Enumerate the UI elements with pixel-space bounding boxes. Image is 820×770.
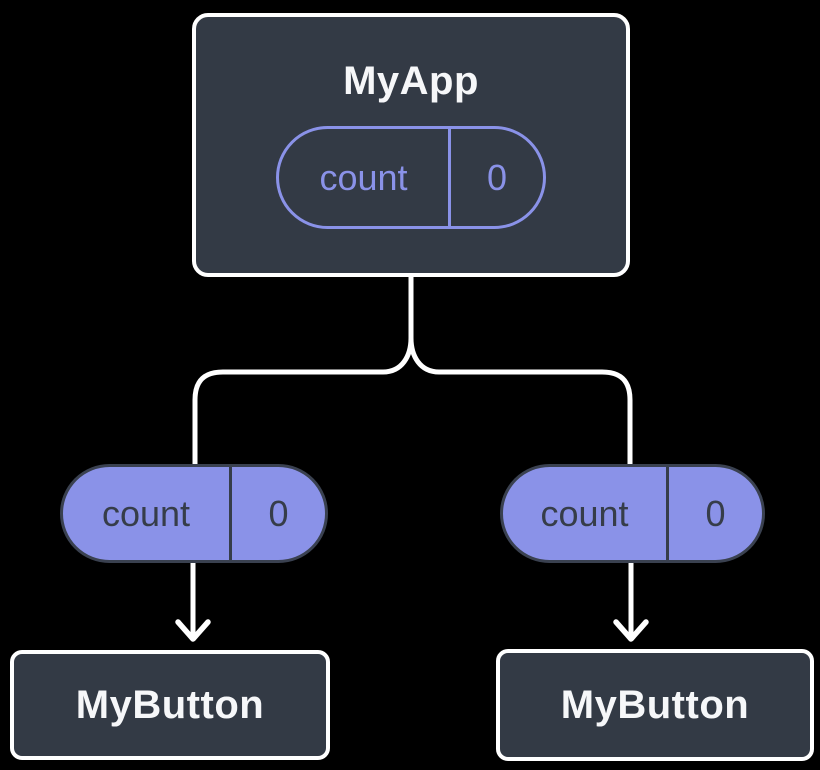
arrow-head-left — [175, 619, 211, 642]
child-component-node-right: MyButton — [496, 649, 814, 761]
prop-pill-left: count 0 — [60, 464, 328, 563]
state-name: count — [319, 156, 408, 198]
branch-line-right — [408, 274, 633, 467]
prop-value: 0 — [229, 467, 325, 560]
root-component-title: MyApp — [343, 59, 479, 103]
prop-name: count — [101, 492, 191, 534]
child-component-title: MyButton — [560, 683, 750, 727]
prop-pill-right: count 0 — [500, 464, 765, 563]
arrow-head-right — [613, 619, 649, 642]
root-state-pill: count 0 — [276, 126, 546, 229]
branch-line-left — [192, 274, 414, 467]
child-component-title: MyButton — [75, 683, 265, 727]
prop-value: 0 — [666, 467, 762, 560]
root-component-node: MyApp count 0 — [192, 13, 630, 277]
child-component-node-left: MyButton — [10, 650, 330, 760]
state-value: 0 — [448, 129, 543, 226]
prop-name: count — [540, 492, 629, 534]
